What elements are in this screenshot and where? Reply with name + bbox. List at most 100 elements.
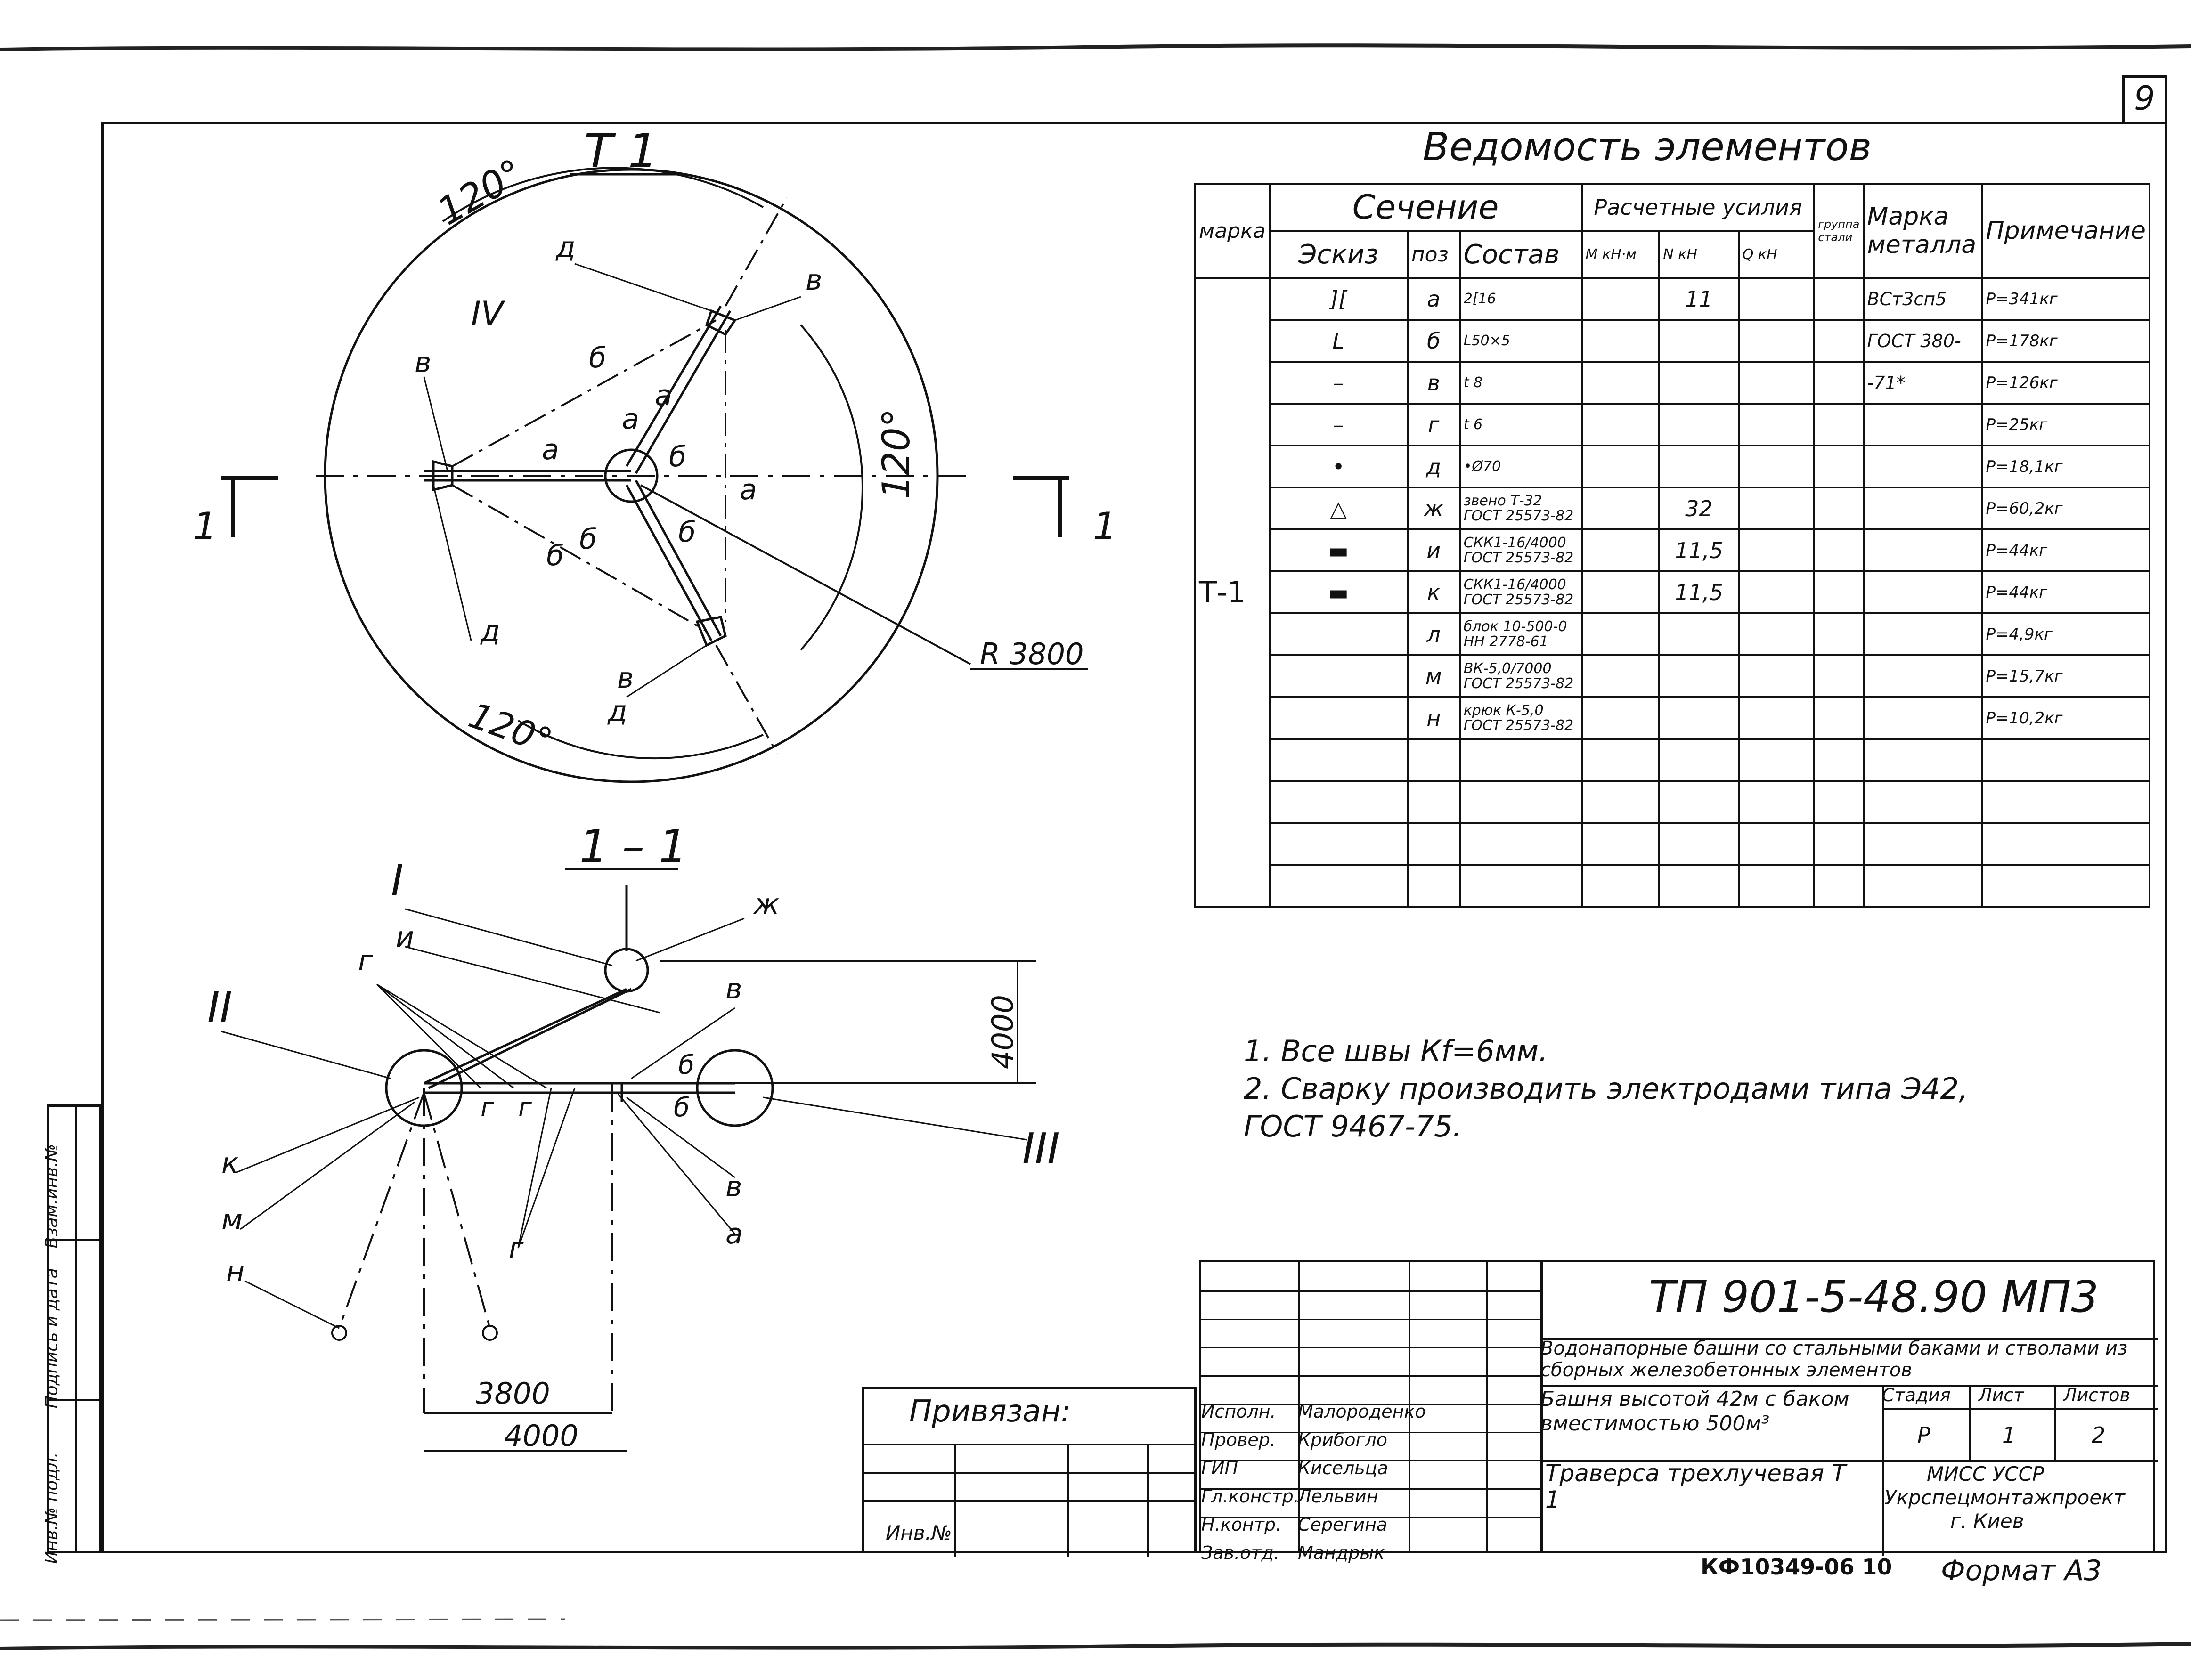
org-3: г. Киев [1950,1510,2024,1533]
n-cell [1658,822,1740,866]
note-3: ГОСТ 9467-75. [1244,1109,1462,1144]
svg-text:в: в [617,662,634,695]
note-cell: Р=18,1кг [1981,445,2150,488]
pos-cell: д [1406,445,1461,488]
steel-cell [1862,864,1983,908]
pos-cell [1406,780,1461,824]
pos-cell: в [1406,361,1461,405]
m-cell [1580,696,1661,740]
svg-text:б: б [546,539,564,572]
svg-text:к: к [221,1147,238,1180]
sketch-cell: ▬ [1268,570,1409,614]
m-cell [1580,654,1661,698]
steel-cell [1862,696,1983,740]
comp-cell: t 6 [1458,403,1583,446]
steel-group-cell [1813,528,1865,572]
n-cell [1658,445,1740,488]
title-block-right-border [2153,1260,2155,1553]
col-m-header: М кН·м [1580,230,1661,279]
m-cell [1580,445,1661,488]
note-cell: Р=341кг [1981,277,2150,321]
steel-cell: -71* [1862,361,1983,405]
note-cell: Р=25кг [1981,403,2150,446]
svg-text:а: а [622,403,639,436]
sketch-cell [1268,822,1409,866]
m-cell [1580,487,1661,530]
format-label: Формат А3 [1941,1554,2102,1587]
svg-text:а: а [655,379,672,412]
m-cell [1580,780,1661,824]
steel-cell [1862,445,1983,488]
svg-text:и: и [396,921,414,954]
steel-group-cell [1813,570,1865,614]
pos-cell: ж [1406,487,1461,530]
n-cell: 32 [1658,487,1740,530]
q-cell [1737,864,1816,908]
n-cell: 11,5 [1658,528,1740,572]
m-cell [1580,319,1661,363]
comp-cell: СКК1-16/4000 ГОСТ 25573-82 [1458,528,1583,572]
table-row [1195,822,2150,866]
n-cell [1658,780,1740,824]
comp-cell: L50×5 [1458,319,1583,363]
table-row [1195,864,2150,908]
comp-cell [1458,780,1583,824]
role-label: Н.контр. [1201,1514,1282,1535]
m-cell [1580,612,1661,656]
node-label-ii: II [207,983,232,1032]
comp-cell: крюк К-5,0 ГОСТ 25573-82 [1458,696,1583,740]
steel-group-cell [1813,403,1865,446]
note-cell: Р=10,2кг [1981,696,2150,740]
note-cell: Р=178кг [1981,319,2150,363]
side-stamp [47,1104,101,1553]
section-title: 1 – 1 [579,821,687,873]
q-cell [1737,780,1816,824]
n-cell [1658,864,1740,908]
n-cell [1658,319,1740,363]
pos-cell: м [1406,654,1461,698]
privyazan-block [862,1387,1197,1557]
comp-cell: t 8 [1458,361,1583,405]
q-cell [1737,822,1816,866]
pos-cell [1406,738,1461,782]
dim-vertical: 4000 [986,995,1020,1069]
signer-name: Крибогло [1298,1429,1387,1450]
mark-cell: Т-1 [1194,277,1271,908]
sketch-cell: L [1268,319,1409,363]
q-cell [1737,403,1816,446]
section-drawing: 1 – 1 4000 3800 4000 I II III [207,821,1060,1453]
steel-group-cell [1813,696,1865,740]
svg-text:а: а [725,1217,743,1250]
note-cell: Р=44кг [1981,528,2150,572]
role-label: Зав.отд. [1201,1542,1279,1563]
object-name: Башня высотой 42м с баком вместимостью 5… [1540,1387,1849,1436]
pos-cell: г [1406,403,1461,446]
svg-text:б: б [674,1092,690,1122]
pos-cell: а [1406,277,1461,321]
m-cell [1580,403,1661,446]
schedule-title: Ведомость элементов [1423,125,1872,170]
col-note-header: Примечание [1981,183,2150,279]
steel-cell [1862,822,1983,866]
sketch-cell: △ [1268,487,1409,530]
svg-text:в: в [725,973,742,1006]
svg-text:д: д [555,231,575,264]
title-block [1199,1260,2158,1556]
col-q-header: Q кН [1737,230,1816,279]
org-2: Укрспецмонтажпроект [1884,1486,2125,1509]
sketch-cell [1268,612,1409,656]
org-1: МИСС УССР [1927,1462,2044,1485]
m-cell [1580,570,1661,614]
m-cell [1580,361,1661,405]
steel-cell [1862,612,1983,656]
sketch-cell [1268,738,1409,782]
role-label: ГИП [1201,1458,1238,1478]
q-cell [1737,696,1816,740]
comp-cell: СКК1-16/4000 ГОСТ 25573-82 [1458,570,1583,614]
q-cell [1737,612,1816,656]
